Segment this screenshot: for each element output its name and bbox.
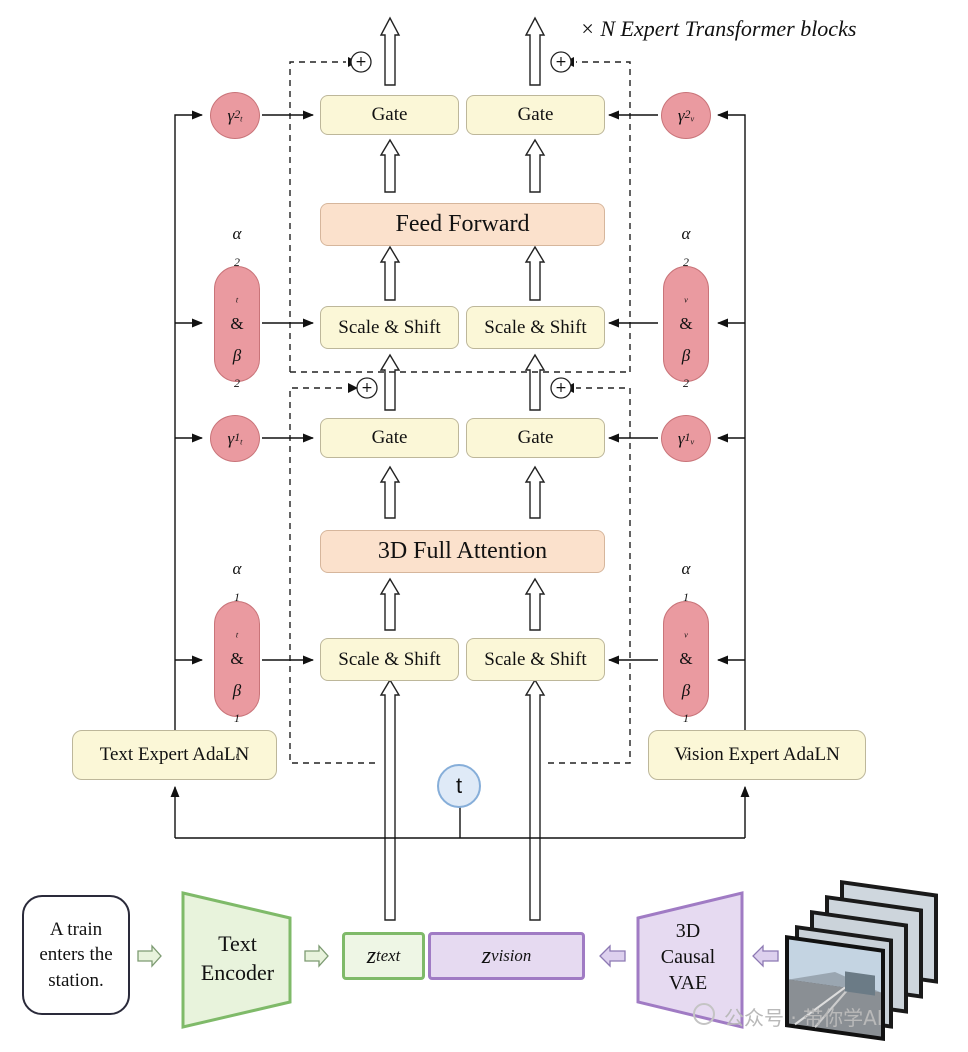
feed-forward-block: Feed Forward: [320, 203, 605, 246]
residual-add-top-left: +: [355, 54, 367, 70]
timestep-node: t: [437, 764, 481, 808]
gate-1-vision: Gate: [466, 418, 605, 458]
hollow-arrows: [379, 16, 546, 921]
residual-add-mid-left: +: [361, 380, 373, 396]
text-prompt-box: A train enters the station.: [22, 895, 130, 1015]
text-encoder-label: Text Encoder: [200, 931, 275, 985]
plus-circles: [350, 51, 572, 399]
vae-shape: [636, 891, 744, 1029]
diagram-title: × N Expert Transformer blocks: [580, 16, 857, 41]
scale-shift-1-vision: Scale & Shift: [466, 638, 605, 681]
residual-add-mid-right: +: [555, 380, 567, 396]
scale-shift-2-text: Scale & Shift: [320, 306, 459, 349]
vae-label: 3D Causal VAE: [660, 920, 716, 994]
gate-2-vision: Gate: [466, 95, 605, 135]
watermark-logo-icon: [693, 1003, 715, 1025]
gate-2-text: Gate: [320, 95, 459, 135]
scale-shift-1-text: Scale & Shift: [320, 638, 459, 681]
alpha-beta-2-text-node: α2t & β2t: [214, 224, 260, 426]
text-encoder-shape: [181, 891, 292, 1029]
adaln-lines: [170, 110, 750, 839]
watermark-text: 公众号 · 带你学AI: [724, 1006, 883, 1030]
input-flow-arrows: [137, 944, 779, 968]
full-attention-block: 3D Full Attention: [320, 530, 605, 573]
video-frames-image: [785, 880, 938, 1042]
residual-dashed-lines: [289, 61, 631, 764]
text-expert-adaln: Text Expert AdaLN: [72, 730, 277, 780]
gate-1-text: Gate: [320, 418, 459, 458]
vision-expert-adaln: Vision Expert AdaLN: [648, 730, 866, 780]
residual-add-top-right: +: [555, 54, 567, 70]
alpha-beta-2-vision-node: α2v & β2v: [663, 224, 709, 426]
scale-shift-2-vision: Scale & Shift: [466, 306, 605, 349]
